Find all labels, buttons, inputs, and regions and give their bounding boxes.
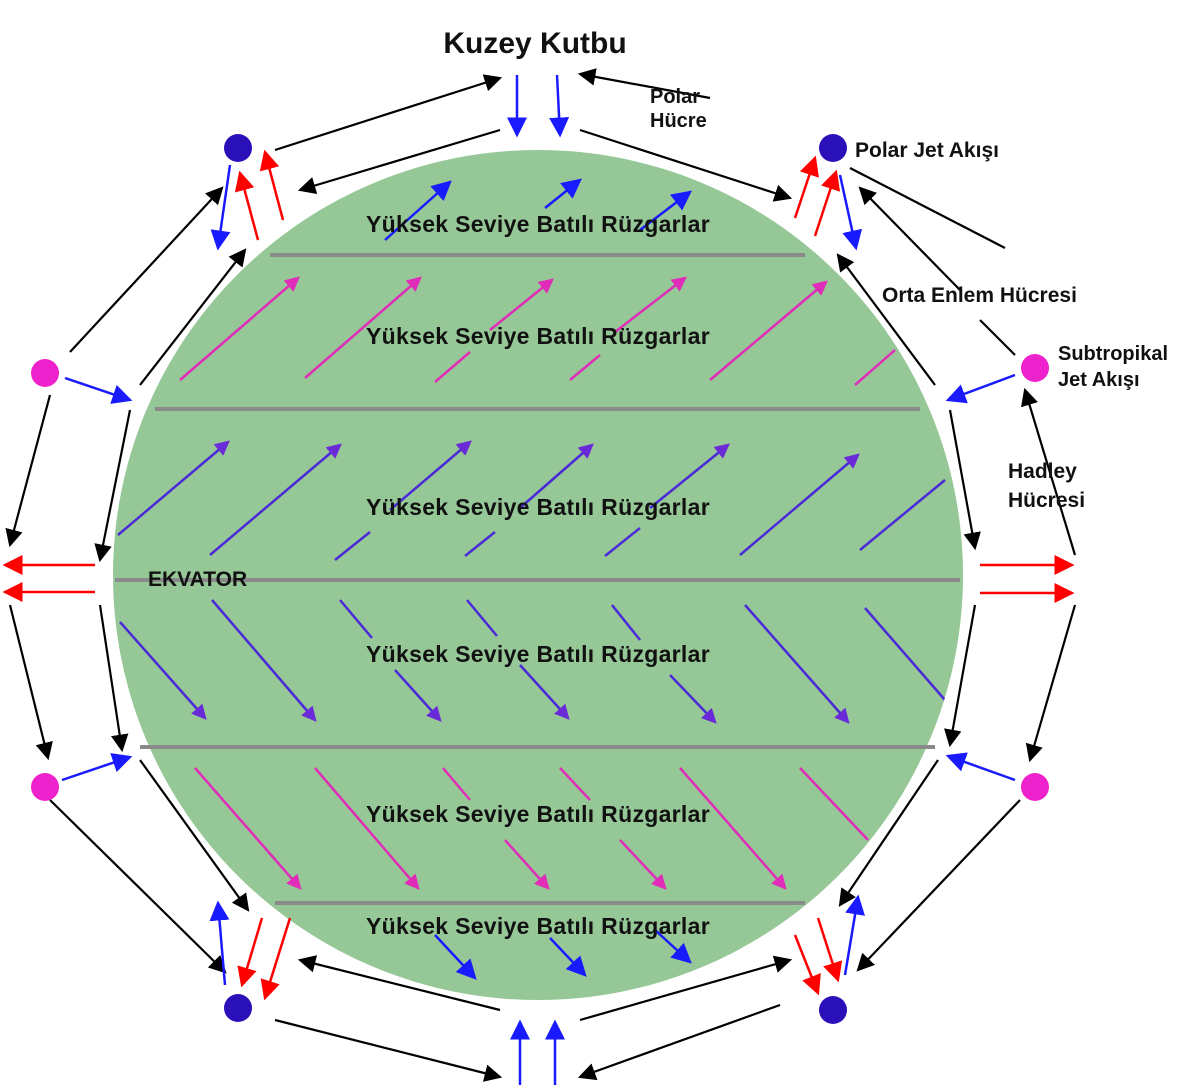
polar-jet-label: Polar Jet Akışı xyxy=(855,139,999,162)
band-label: Yüksek Seviye Batılı Rüzgarlar xyxy=(366,801,710,827)
subtropical-jet-dot xyxy=(1021,354,1049,382)
band-label: Yüksek Seviye Batılı Rüzgarlar xyxy=(366,494,710,520)
polar-jet-dot xyxy=(224,134,252,162)
band-label: Yüksek Seviye Batılı Rüzgarlar xyxy=(366,323,710,349)
rising-air-arrows xyxy=(2,149,1075,1001)
polar-cell-label-2: Hücre xyxy=(650,110,707,132)
subtropical-jet-label-2: Jet Akışı xyxy=(1058,369,1140,391)
polar-jet-dot xyxy=(224,994,252,1022)
latitude-lines xyxy=(115,253,960,905)
polar-cell-label-1: Polar xyxy=(650,86,700,108)
subtropical-jet-dot xyxy=(31,359,59,387)
mid-latitude-cell-label: Orta Enlem Hücresi xyxy=(882,284,1077,307)
hadley-cell-label-2: Hücresi xyxy=(1008,489,1085,512)
band-label: Yüksek Seviye Batılı Rüzgarlar xyxy=(366,913,710,939)
polar-jet-dot xyxy=(819,134,847,162)
band-label: Yüksek Seviye Batılı Rüzgarlar xyxy=(366,211,710,237)
band-label: Yüksek Seviye Batılı Rüzgarlar xyxy=(366,641,710,667)
subtropical-jet-label-1: Subtropikal xyxy=(1058,343,1168,365)
globe xyxy=(113,150,963,1000)
equator-label: EKVATOR xyxy=(148,568,247,591)
subtropical-jet-dot xyxy=(31,773,59,801)
north-pole-label: Kuzey Kutbu xyxy=(443,27,626,60)
sinking-air-arrows xyxy=(61,74,1016,1085)
band-labels: Yüksek Seviye Batılı Rüzgarlar Yüksek Se… xyxy=(366,211,710,939)
circulation-arrows xyxy=(5,68,1077,1082)
hadley-cell-label-1: Hadley xyxy=(1008,460,1077,483)
jet-stream-dots xyxy=(31,134,1049,1024)
wind-arrows xyxy=(117,178,946,980)
subtropical-jet-dot xyxy=(1021,773,1049,801)
polar-jet-dot xyxy=(819,996,847,1024)
